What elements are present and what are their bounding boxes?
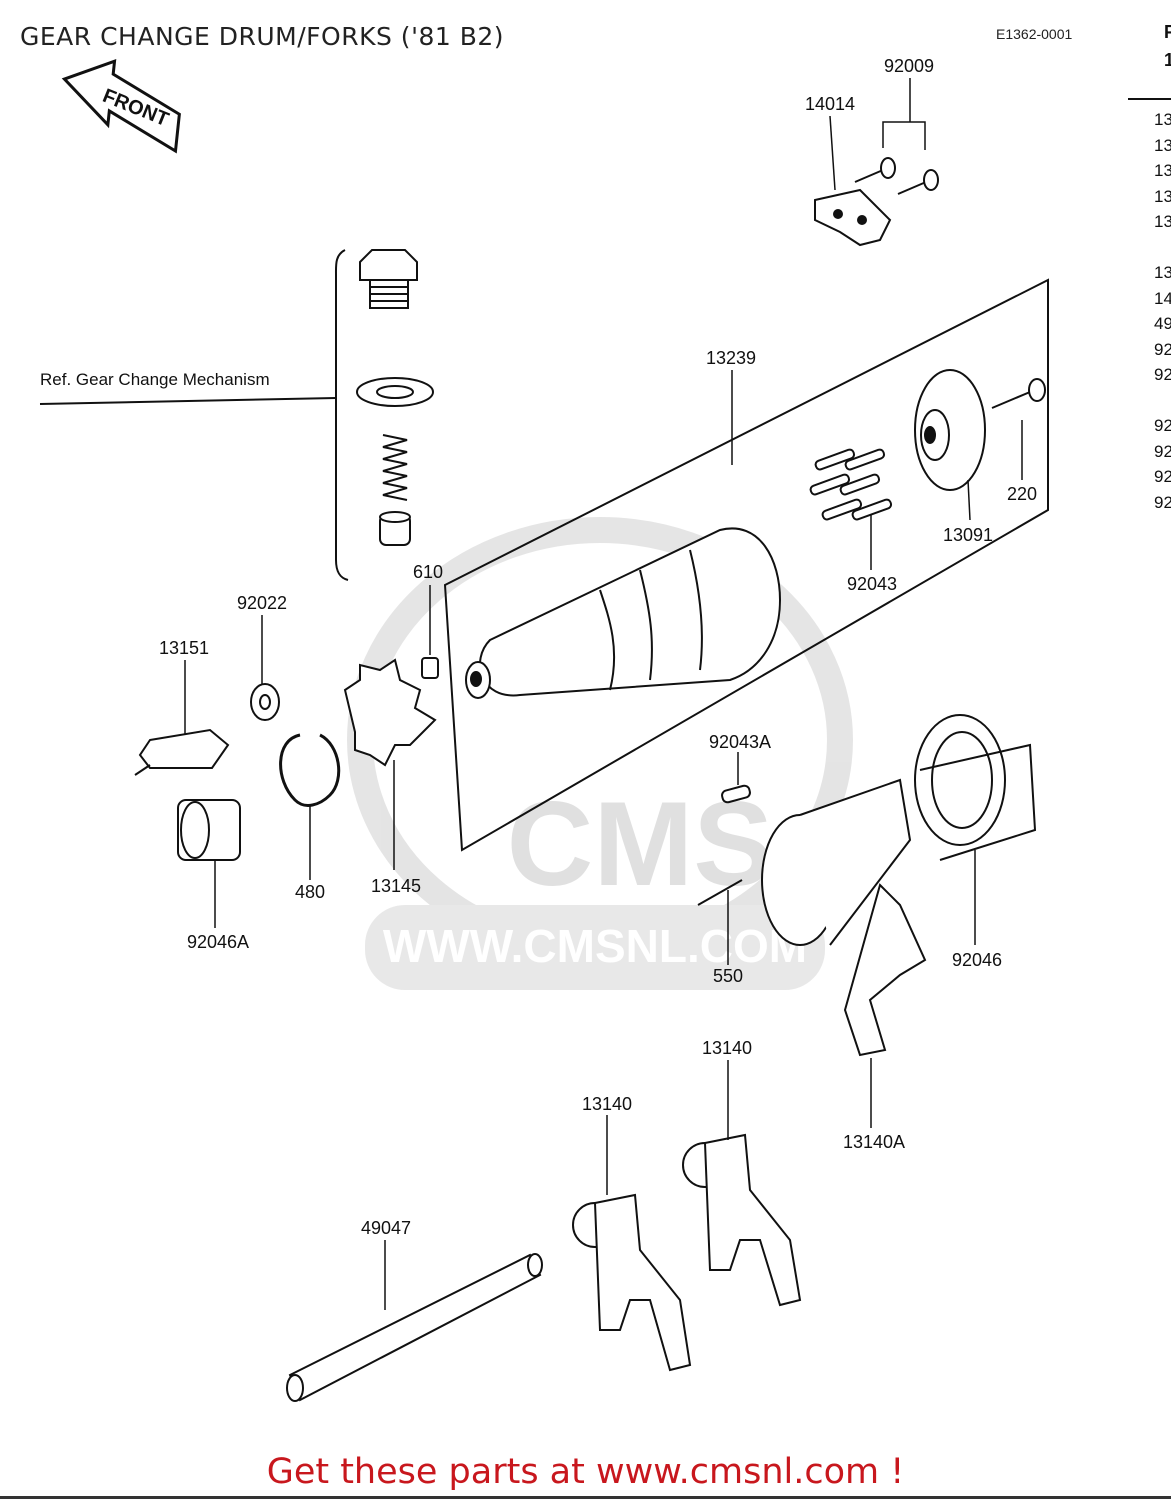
cam-plate-13091 — [914, 369, 986, 491]
side-table-row: 92 — [1154, 365, 1171, 384]
star-13145 — [343, 658, 437, 767]
fork-13140A — [761, 778, 927, 1057]
pin-610 — [421, 657, 439, 679]
side-table-row: 13 — [1154, 187, 1171, 206]
callout-92043[interactable]: 92043 — [846, 574, 898, 594]
callout-550[interactable]: 550 — [712, 966, 744, 986]
side-table-row: 13 — [1154, 136, 1171, 155]
fork-13140-upper — [682, 1133, 802, 1307]
front-arrow: FRONT — [61, 58, 181, 154]
callout-13239[interactable]: 13239 — [705, 348, 757, 368]
callout-13151[interactable]: 13151 — [158, 638, 210, 658]
circlip-480 — [279, 733, 341, 807]
side-table-row: 92 — [1154, 493, 1171, 512]
plug-bolt — [359, 249, 418, 309]
callout-13145[interactable]: 13145 — [370, 876, 422, 896]
drum-assembly-frame — [443, 278, 1049, 852]
callout-480[interactable]: 480 — [294, 882, 326, 902]
watermark-url-text: WWW.CMSNL.COM — [383, 920, 807, 972]
bearing-92046A — [177, 799, 241, 861]
screw-220 — [991, 378, 1046, 409]
callout-220[interactable]: 220 — [1006, 484, 1038, 504]
pin-92043A — [721, 784, 751, 804]
side-table-rule — [1128, 98, 1171, 100]
drum-13239 — [465, 527, 782, 699]
callout-610[interactable]: 610 — [412, 562, 444, 582]
side-table-row: 49 — [1154, 314, 1171, 333]
callout-92046[interactable]: 92046 — [951, 950, 1003, 970]
ref-bracket — [334, 249, 349, 581]
callout-13140-upper[interactable]: 13140 — [701, 1038, 753, 1058]
side-table-row: 92 — [1154, 416, 1171, 435]
fork-13140-lower — [572, 1193, 692, 1372]
leader-lines — [184, 78, 1023, 1310]
side-table-header-1: F — [1164, 22, 1171, 42]
side-table-row: 92 — [1154, 442, 1171, 461]
plate-14014 — [814, 188, 892, 247]
diagram-title: GEAR CHANGE DRUM/FORKS ('81 B2) — [20, 22, 505, 51]
bottom-rule — [0, 1496, 1171, 1499]
callout-13140A[interactable]: 13140A — [842, 1132, 906, 1152]
side-table-row: 92 — [1154, 467, 1171, 486]
reference-note: Ref. Gear Change Mechanism — [40, 370, 270, 389]
side-table-row: 92 — [1154, 340, 1171, 359]
side-table-row: 13 — [1154, 212, 1171, 231]
side-table-row: 13 — [1154, 110, 1171, 129]
callout-92009[interactable]: 92009 — [883, 56, 935, 76]
callout-49047[interactable]: 49047 — [360, 1218, 412, 1238]
screws-92009 — [854, 157, 939, 195]
ref-leader-line — [39, 397, 337, 405]
side-table-row: 14 — [1154, 289, 1171, 308]
callout-92022[interactable]: 92022 — [236, 593, 288, 613]
diagram-code: E1362-0001 — [996, 26, 1073, 42]
cotter-550 — [697, 879, 743, 906]
spring — [382, 434, 408, 501]
side-table-row: 13 — [1154, 263, 1171, 282]
side-parts-table: F 1 13 13 13 13 13 13 14 49 92 92 92 92 … — [1150, 0, 1171, 560]
side-table-row: 13 — [1154, 161, 1171, 180]
pins-92043 — [809, 448, 893, 521]
side-table-header-2: 1 — [1164, 50, 1171, 70]
bearing-92046 — [914, 714, 1037, 861]
callout-92046A[interactable]: 92046A — [186, 932, 250, 952]
callout-14014[interactable]: 14014 — [804, 94, 856, 114]
callout-13140-lower[interactable]: 13140 — [581, 1094, 633, 1114]
footer-link[interactable]: Get these parts at www.cmsnl.com ! — [266, 1452, 905, 1492]
callout-92043A[interactable]: 92043A — [708, 732, 772, 752]
callout-13091[interactable]: 13091 — [942, 525, 994, 545]
switch-13151 — [134, 728, 230, 776]
shaft-49047 — [286, 1253, 543, 1402]
